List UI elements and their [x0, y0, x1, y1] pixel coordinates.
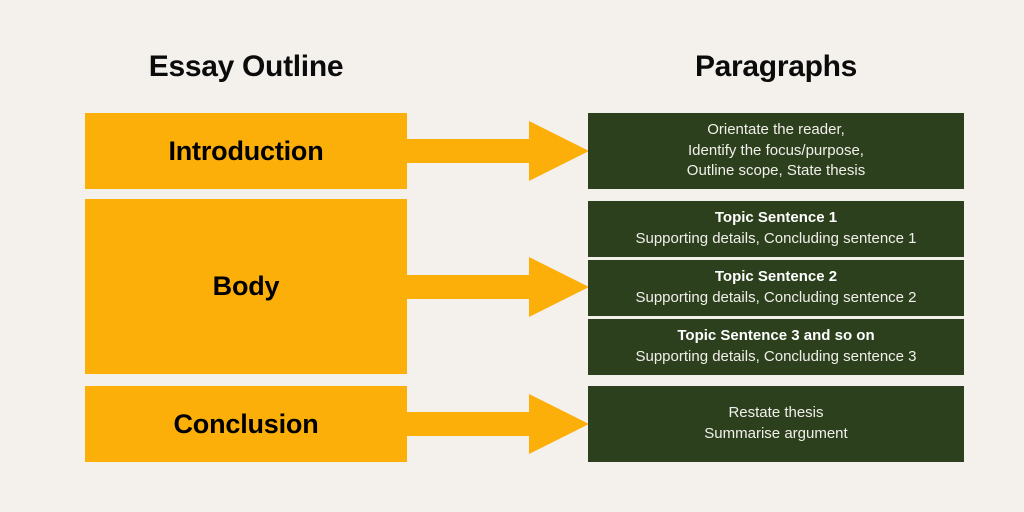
outline-block-label: Body [212, 271, 280, 301]
arrow-head [529, 121, 589, 181]
arrow-head [529, 257, 589, 317]
outline-block-label: Introduction [168, 135, 324, 166]
paragraph-line: Restate thesis [728, 404, 824, 422]
paragraph-line: Supporting details, Concluding sentence … [635, 348, 917, 365]
paragraph-title: Topic Sentence 2 [714, 268, 838, 286]
paragraph-block-topic-sentence-2: Topic Sentence 2 Supporting details, Con… [588, 260, 964, 316]
paragraph-line: Orientate the reader, [707, 121, 845, 139]
paragraph-block-conclusion: Restate thesis Summarise argument [588, 386, 964, 462]
arrow-head [529, 394, 589, 454]
outline-block-label: Conclusion [173, 408, 319, 439]
right-arrow-icon-body [407, 249, 589, 325]
paragraph-title: Topic Sentence 3 and so on [677, 327, 875, 345]
column-heading-paragraphs: Paragraphs [694, 50, 858, 83]
paragraph-title: Topic Sentence 1 [714, 209, 838, 227]
arrow-shaft [407, 275, 537, 299]
column-heading-essay-outline: Essay Outline [148, 50, 344, 83]
paragraph-line: Identify the focus/purpose, [688, 141, 864, 159]
paragraph-line: Supporting details, Concluding sentence … [635, 289, 917, 306]
outline-block-body: Body [85, 199, 407, 374]
right-arrow-icon-conclusion [407, 386, 589, 462]
arrow-shaft [407, 412, 537, 436]
paragraph-block-topic-sentence-3: Topic Sentence 3 and so on Supporting de… [588, 319, 964, 375]
paragraph-line: Outline scope, State thesis [686, 162, 866, 180]
outline-block-introduction: Introduction [85, 113, 407, 189]
paragraph-block-introduction: Orientate the reader, Identify the focus… [588, 113, 964, 189]
right-arrow-icon-introduction [407, 113, 589, 189]
paragraph-line: Summarise argument [704, 425, 848, 442]
outline-block-conclusion: Conclusion [85, 386, 407, 462]
paragraph-block-topic-sentence-1: Topic Sentence 1 Supporting details, Con… [588, 201, 964, 257]
paragraph-line: Supporting details, Concluding sentence … [635, 230, 917, 247]
arrow-shaft [407, 139, 537, 163]
